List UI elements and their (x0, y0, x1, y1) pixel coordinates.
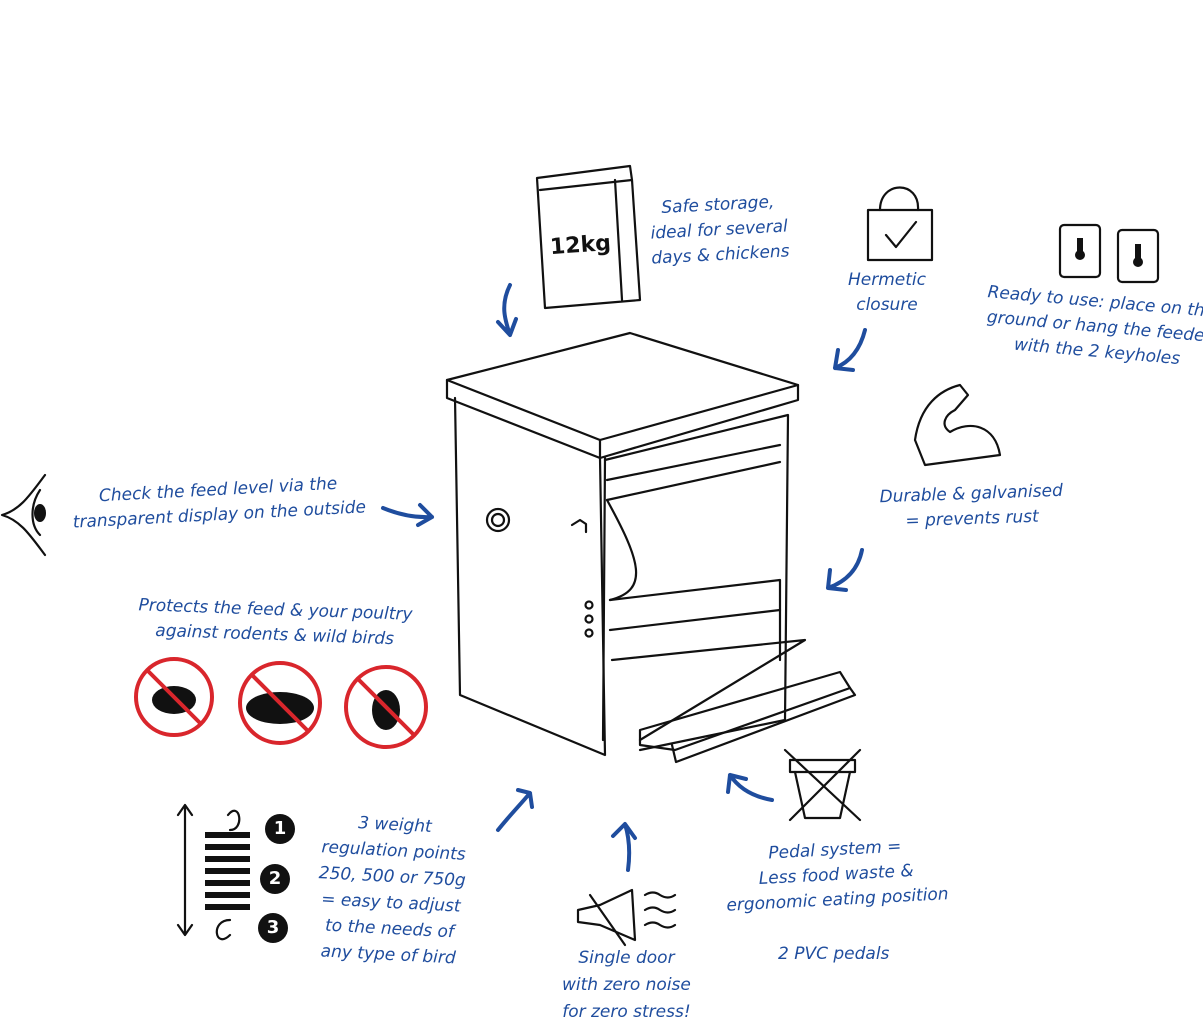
bag-weight-label: 12kg (549, 230, 612, 261)
no-birds-icon (134, 657, 214, 737)
feeder-drawing (445, 331, 857, 764)
weight-point-3: 3 (258, 913, 288, 943)
strong-arm-icon (913, 383, 1002, 467)
note-door: Single door with zero noise for zero str… (562, 945, 691, 1024)
line: Single door (578, 948, 675, 968)
no-insects-icon (344, 665, 428, 749)
spring-icon (176, 803, 250, 941)
weight-point-1: 1 (265, 814, 295, 844)
keyhole-icon (1058, 223, 1160, 284)
note-weight: 3 weight regulation points 250, 500 or 7… (314, 808, 469, 971)
note-pedal: Pedal system = Less food waste & ergonom… (723, 832, 949, 919)
no-rodents-icon (238, 661, 322, 745)
note-durable: Durable & galvanised = prevents rust (879, 479, 1064, 535)
note-hermetic: Hermetic closure (848, 268, 926, 318)
lock-icon (866, 186, 934, 262)
muted-megaphone-icon (576, 888, 677, 947)
eye-icon (0, 473, 47, 557)
line: Hermetic (848, 270, 926, 290)
line: for zero stress! (562, 1002, 691, 1022)
weight-point-2: 2 (260, 864, 290, 894)
note-pvc: 2 PVC pedals (778, 944, 890, 964)
no-waste-bin-icon (783, 748, 862, 822)
feed-bag-icon (535, 164, 642, 310)
note-storage: Safe storage, ideal for several days & c… (648, 189, 790, 271)
note-protects: Protects the feed & your poultry against… (137, 593, 413, 653)
line: closure (856, 295, 918, 315)
line: with zero noise (562, 975, 691, 995)
arrows (381, 283, 867, 872)
